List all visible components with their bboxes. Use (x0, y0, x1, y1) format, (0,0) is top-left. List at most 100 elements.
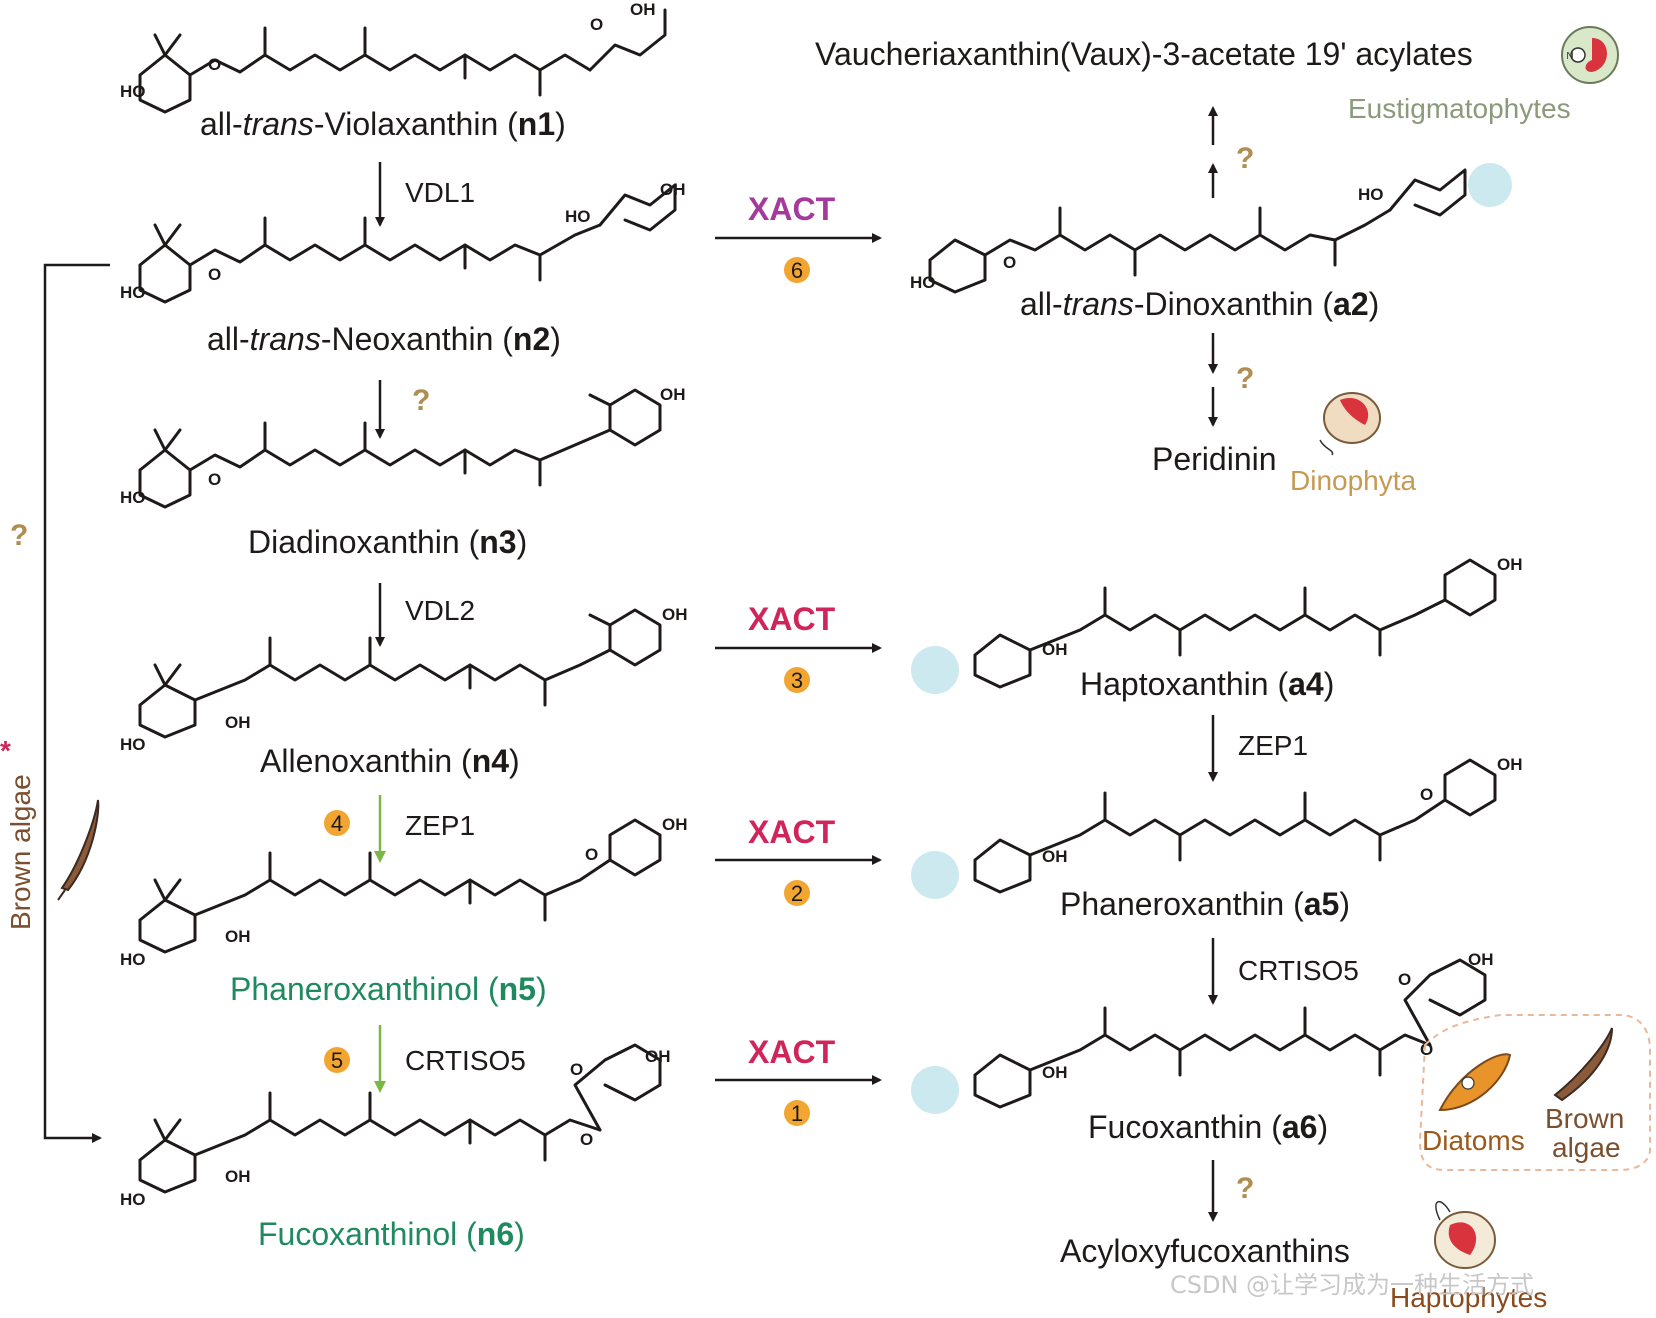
ho-label: HO (910, 273, 936, 292)
enzyme-xact: XACT (748, 601, 836, 637)
ho-label: HO (1358, 185, 1384, 204)
kelp-icon (1553, 1027, 1613, 1102)
organism-label-eustigmatophytes: Eustigmatophytes (1348, 93, 1571, 124)
oh-label: OH (1042, 847, 1068, 866)
oh-label: OH (1468, 950, 1494, 969)
side-label-brown-algae: Brown algae (5, 774, 36, 930)
epoxide-o-label: O (208, 470, 221, 489)
molecule-a4 (973, 558, 1497, 689)
question-mark: ? (1236, 362, 1254, 395)
label-n5: Phaneroxanthinol (n5) (230, 971, 547, 1007)
organism-label-algae: algae (1552, 1132, 1621, 1163)
enzyme-zep1: ZEP1 (405, 810, 475, 841)
epoxide-o-label: O (208, 55, 221, 74)
asterisk-mark: * (0, 735, 11, 766)
epoxide-o-label: O (570, 1060, 583, 1079)
question-mark: ? (1236, 1172, 1254, 1205)
ho-label: HO (120, 488, 146, 507)
organism-box (1418, 1014, 1651, 1171)
oh-label: OH (660, 385, 686, 404)
epoxide-o-label: O (590, 15, 603, 34)
question-mark: ? (10, 519, 28, 552)
step-number: 2 (791, 881, 803, 906)
question-mark: ? (1236, 142, 1254, 175)
step-number: 5 (331, 1048, 343, 1073)
step-number: 3 (791, 668, 803, 693)
enzyme-xact: XACT (748, 191, 836, 227)
ho-label: HO (120, 950, 146, 969)
step-badge (324, 810, 350, 836)
ketone-o-label: O (1420, 1040, 1433, 1059)
oh-label: OH (1497, 755, 1523, 774)
enzyme-xact: XACT (748, 814, 836, 850)
step-number: 4 (331, 811, 343, 836)
epoxide-o-label: O (1398, 970, 1411, 989)
step-number: 1 (791, 1101, 803, 1126)
organism-label-dinophyta: Dinophyta (1290, 465, 1417, 496)
step-badge (784, 880, 810, 906)
oh-label: OH (225, 713, 251, 732)
molecule-n6 (138, 1043, 662, 1194)
label-n3: Diadinoxanthin (n3) (248, 524, 527, 560)
label-vaux: Vaucheriaxanthin(Vaux)-3-acetate 19' acy… (815, 36, 1473, 72)
organism-label-haptophytes: Haptophytes (1390, 1282, 1547, 1313)
label-a2: all-trans-Dinoxanthin (a2) (1020, 286, 1379, 322)
enzyme-vdl2: VDL2 (405, 595, 475, 626)
molecule-n1 (138, 8, 667, 114)
haptophyte-cell-icon (1434, 1201, 1496, 1269)
enzyme-crtiso5: CRTISO5 (1238, 955, 1359, 986)
enzyme-zep1: ZEP1 (1238, 730, 1308, 761)
acetate-highlight (911, 851, 959, 899)
oh-label: OH (225, 927, 251, 946)
acetate-highlight (911, 646, 959, 694)
kelp-icon (57, 799, 100, 901)
question-mark: ? (412, 384, 430, 417)
label-n2: all-trans-Neoxanthin (n2) (207, 321, 561, 357)
ho-label: HO (120, 1190, 146, 1209)
label-n6: Fucoxanthinol (n6) (258, 1216, 525, 1252)
ho-label: HO (120, 735, 146, 754)
oh-label: OH (225, 1167, 251, 1186)
dinophyte-cell-icon (1319, 392, 1381, 456)
acetate-highlight (911, 1066, 959, 1114)
oh-label: OH (1497, 555, 1523, 574)
label-a4: Haptoxanthin (a4) (1080, 666, 1334, 702)
molecule-n5 (138, 818, 662, 954)
molecule-a2 (928, 168, 1467, 294)
epoxide-o-label: O (208, 265, 221, 284)
oh-label: OH (630, 0, 656, 19)
oh-label: OH (662, 815, 688, 834)
molecule-a5 (973, 758, 1497, 894)
oh-label: OH (662, 605, 688, 624)
ketone-o-label: O (580, 1130, 593, 1149)
oh-label: OH (645, 1047, 671, 1066)
step-badge (784, 1100, 810, 1126)
arrow-brown-algae-bypass (43, 263, 110, 1143)
acetate-highlight (1468, 163, 1512, 207)
ho-label: HO (120, 82, 146, 101)
step-badge (784, 667, 810, 693)
enzyme-vdl1: VDL1 (405, 177, 475, 208)
epoxide-o-label: O (585, 845, 598, 864)
molecule-n4 (138, 608, 662, 739)
label-a5: Phaneroxanthin (a5) (1060, 886, 1350, 922)
label-a6: Fucoxanthin (a6) (1088, 1109, 1328, 1145)
oh-label: OH (660, 180, 686, 199)
label-n4: Allenoxanthin (n4) (260, 743, 520, 779)
label-peridinin: Peridinin (1152, 441, 1277, 477)
diatom-icon (1438, 1053, 1512, 1112)
nucleus-letter: N (1566, 51, 1573, 62)
ho-label: HO (120, 283, 146, 302)
epoxide-o-label: O (1003, 253, 1016, 272)
oh-label: OH (1042, 1063, 1068, 1082)
label-n1: all-trans-Violaxanthin (n1) (200, 106, 566, 142)
watermark: CSDN @让学习成为一种生活方式 (1170, 1271, 1534, 1299)
organism-label-diatoms: Diatoms (1422, 1125, 1525, 1156)
molecule-a6 (973, 958, 1487, 1109)
step-badge (324, 1047, 350, 1073)
organism-label-brown: Brown (1545, 1103, 1624, 1134)
step-badge (784, 257, 810, 283)
epoxide-o-label: O (1420, 785, 1433, 804)
label-acyloxyfucoxanthins: Acyloxyfucoxanthins (1060, 1233, 1350, 1269)
